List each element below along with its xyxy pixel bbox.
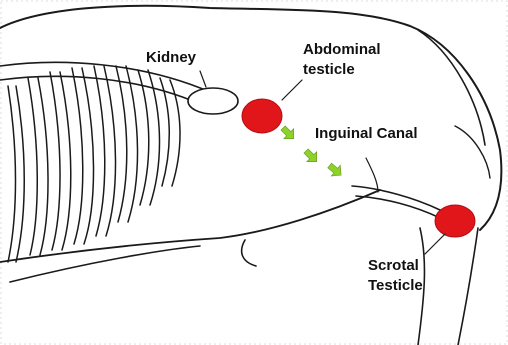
inguinal-canal-label: Inguinal Canal xyxy=(315,125,418,143)
scrotal-testicle-shape xyxy=(435,205,475,237)
abdominal-testicle-shape xyxy=(242,99,282,133)
scrotal-testicle-label-line2: Testicle xyxy=(368,277,423,295)
ribcage xyxy=(8,66,180,262)
scrotal-testicle-label-line1: Scrotal xyxy=(368,257,419,275)
scrotal-leader-line xyxy=(425,234,445,254)
kidney-shape xyxy=(188,88,238,114)
kidney-label: Kidney xyxy=(146,49,196,67)
body-outline xyxy=(0,6,501,345)
arrow-icon xyxy=(301,146,322,167)
abdominal-leader-line xyxy=(282,80,302,100)
kidney-leader-line xyxy=(200,71,206,87)
abdominal-testicle-label-line2: testicle xyxy=(303,61,355,79)
abdominal-testicle-label-line1: Abdominal xyxy=(303,41,381,59)
arrow-icon xyxy=(325,160,345,180)
arrow-icon xyxy=(278,123,299,144)
